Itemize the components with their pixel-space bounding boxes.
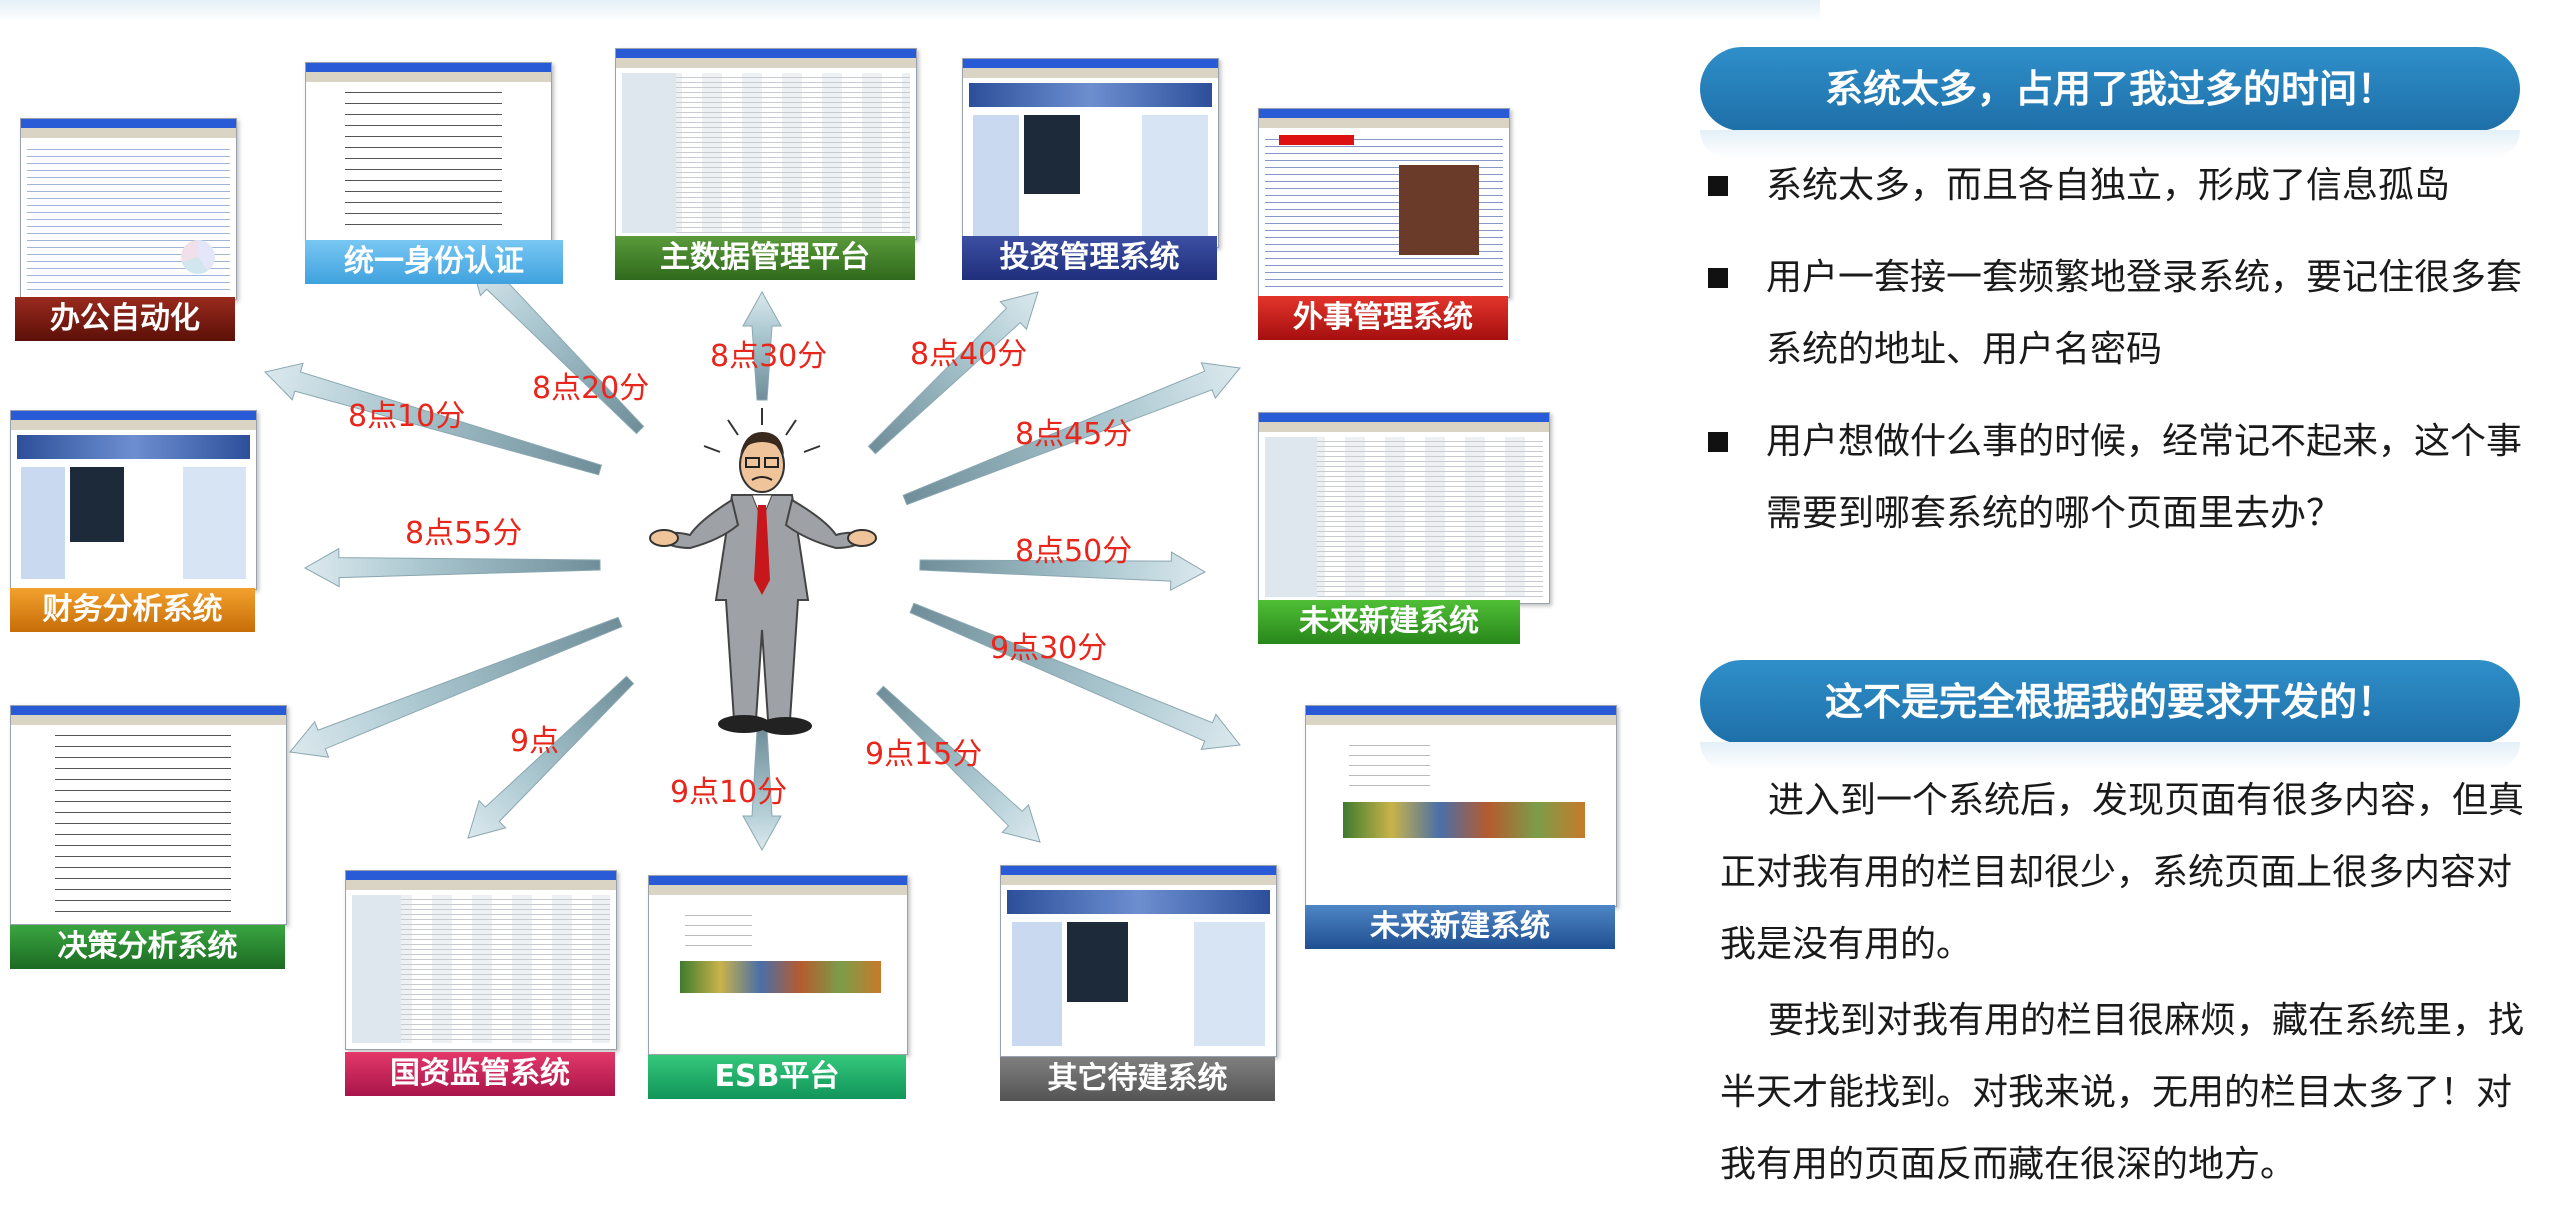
heading-time-shadow bbox=[1700, 130, 2520, 158]
system-label: 主数据管理平台 bbox=[615, 236, 915, 280]
system-screenshot bbox=[1305, 705, 1617, 907]
connection-arrow bbox=[264, 362, 603, 476]
system-screenshot bbox=[10, 410, 257, 590]
time-label: 8点55分 bbox=[405, 516, 523, 551]
time-label: 8点45分 bbox=[1015, 417, 1133, 452]
system-screenshot bbox=[962, 58, 1219, 248]
paragraph-content: 进入到一个系统后，发现页面有很多内容，但真正对我有用的栏目却很少，系统页面上很多… bbox=[1720, 780, 2525, 965]
top-band bbox=[0, 0, 1820, 22]
square-bullet-icon bbox=[1708, 268, 1728, 288]
paragraph-navigation: 要找到对我有用的栏目很麻烦，藏在系统里，找半天才能找到。对我来说，无用的栏目太多… bbox=[1720, 1000, 2525, 1185]
system-label: 国资监管系统 bbox=[345, 1052, 615, 1096]
connection-arrow bbox=[303, 547, 601, 588]
system-label: 未来新建系统 bbox=[1258, 600, 1520, 644]
connection-arrow bbox=[742, 290, 782, 401]
connection-arrow bbox=[875, 685, 1041, 843]
heading-requirements-shadow bbox=[1700, 742, 2520, 770]
time-label: 8点20分 bbox=[532, 371, 650, 406]
system-screenshot bbox=[345, 870, 617, 1050]
system-label: ESB平台 bbox=[648, 1055, 906, 1099]
bullet-item: 用户一套接一套频繁地登录系统，要记住很多套系统的地址、用户名密码 bbox=[1700, 242, 2530, 386]
system-screenshot bbox=[1258, 108, 1510, 298]
system-screenshot bbox=[1000, 865, 1277, 1057]
hub-diagram bbox=[264, 257, 1241, 852]
system-label: 外事管理系统 bbox=[1258, 296, 1508, 340]
system-screenshot bbox=[1258, 412, 1550, 604]
time-label: 8点40分 bbox=[910, 337, 1028, 372]
time-label: 8点10分 bbox=[348, 399, 466, 434]
system-label: 决策分析系统 bbox=[10, 925, 285, 969]
time-label: 9点15分 bbox=[865, 737, 983, 772]
time-label: 8点30分 bbox=[710, 339, 828, 374]
heading-requirements: 这不是完全根据我的要求开发的！ bbox=[1700, 660, 2520, 744]
businessman-figure bbox=[649, 408, 877, 735]
time-label: 9点 bbox=[510, 724, 560, 759]
system-label: 未来新建系统 bbox=[1305, 905, 1615, 949]
bullet-item: 系统太多，而且各自独立，形成了信息孤岛 bbox=[1700, 150, 2530, 222]
system-screenshot bbox=[615, 48, 917, 240]
time-label: 9点30分 bbox=[990, 631, 1108, 666]
square-bullet-icon bbox=[1708, 176, 1728, 196]
connection-arrow bbox=[867, 291, 1039, 455]
system-label: 办公自动化 bbox=[15, 297, 235, 341]
system-label: 投资管理系统 bbox=[962, 236, 1217, 280]
connection-arrow bbox=[909, 602, 1241, 751]
connection-arrow bbox=[919, 551, 1207, 591]
heading-time: 系统太多，占用了我过多的时间！ bbox=[1700, 47, 2520, 131]
bullet-item: 用户想做什么事的时候，经常记不起来，这个事需要到哪套系统的哪个页面里去办？ bbox=[1700, 406, 2530, 550]
system-label: 财务分析系统 bbox=[10, 588, 255, 632]
system-screenshot bbox=[305, 62, 552, 242]
system-screenshot bbox=[20, 118, 237, 300]
connection-arrow bbox=[289, 616, 623, 758]
system-label: 其它待建系统 bbox=[1000, 1057, 1275, 1101]
system-label: 统一身份认证 bbox=[305, 240, 563, 284]
connection-arrow bbox=[467, 675, 635, 839]
system-screenshot bbox=[648, 875, 908, 1055]
system-screenshot bbox=[10, 705, 287, 925]
square-bullet-icon bbox=[1708, 432, 1728, 452]
time-label: 8点50分 bbox=[1015, 534, 1133, 569]
connection-arrow bbox=[902, 362, 1241, 506]
problem-list: 系统太多，而且各自独立，形成了信息孤岛 用户一套接一套频繁地登录系统，要记住很多… bbox=[1700, 150, 2530, 570]
connection-arrow bbox=[742, 729, 782, 852]
time-label: 9点10分 bbox=[670, 775, 788, 810]
